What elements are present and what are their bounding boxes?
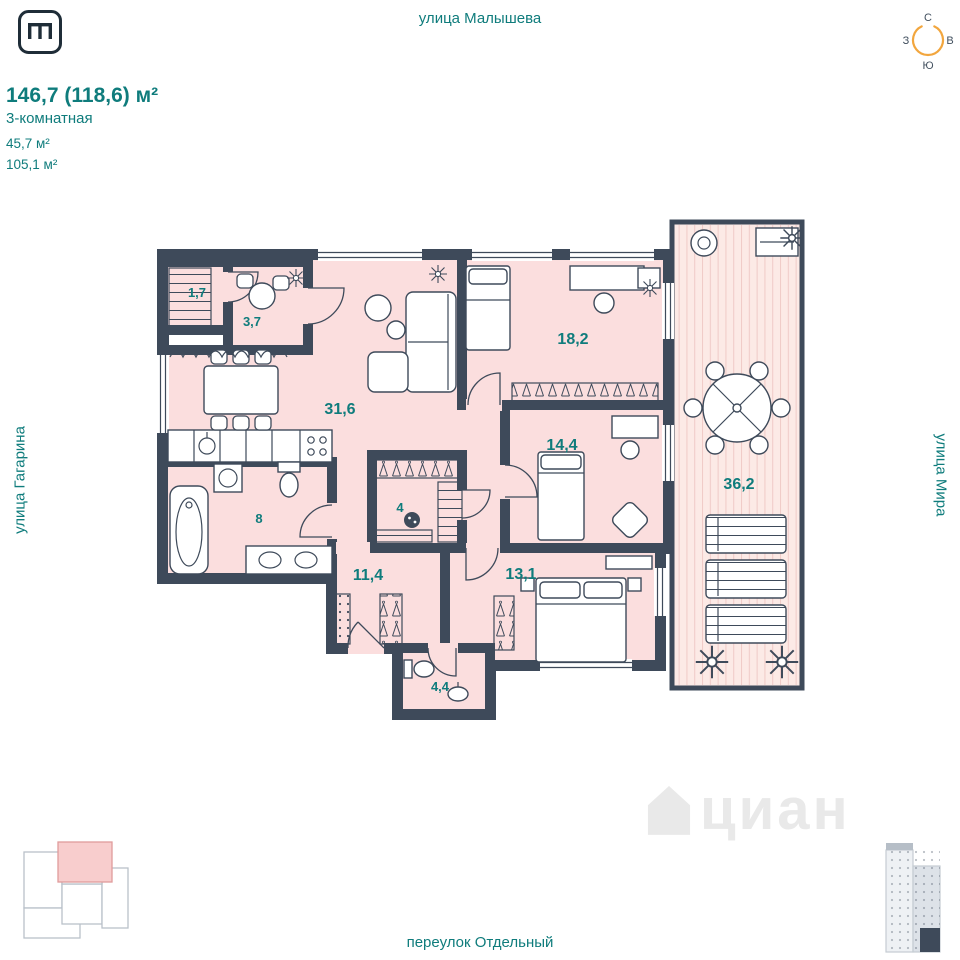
hanger-rail — [375, 459, 465, 479]
wardrobe-strip-1 — [511, 382, 659, 404]
storage-shelves — [168, 267, 212, 327]
plant-icon — [640, 278, 660, 298]
terrace-grill — [690, 229, 718, 257]
site-plan — [23, 841, 129, 939]
doors — [222, 271, 538, 677]
label-storage: 1,7 — [188, 285, 206, 300]
bed-single-2 — [537, 451, 585, 541]
street-label-bottom: переулок Отдельный — [406, 934, 554, 951]
openings — [336, 410, 468, 554]
side-table — [386, 320, 406, 340]
watermark: циан — [646, 776, 851, 843]
label-entry: 3,7 — [243, 314, 261, 329]
label-living: 31,6 — [324, 401, 355, 418]
site-plan-highlighted-unit — [57, 841, 113, 883]
watermark-house-icon — [647, 785, 691, 835]
total-area: 146,7 (118,6) м² — [6, 84, 159, 107]
desk-1 — [569, 265, 661, 314]
stool — [404, 512, 420, 528]
dresser — [605, 555, 653, 570]
street-label-top: улица Малышева — [418, 10, 542, 27]
hall-cabinet — [333, 593, 351, 645]
kitchen-counter — [167, 429, 333, 463]
street-label-left: улица Гагарина — [11, 426, 29, 534]
plant-icon — [764, 644, 800, 680]
developer-logo — [18, 10, 62, 54]
shoe-rack — [375, 529, 433, 543]
plant-icon — [779, 225, 805, 251]
sun-loungers — [705, 514, 787, 644]
bed-single-1 — [465, 265, 511, 351]
compass-east: В — [946, 35, 953, 47]
dining-table — [203, 349, 279, 431]
tower-illustration — [885, 843, 941, 953]
other-area: 105,1 м² — [6, 157, 58, 173]
armchair — [611, 501, 649, 539]
apartment-info: 146,7 (118,6) м² 3-комнатная 45,7 м² 105… — [6, 84, 158, 172]
label-wardrobe: 4 — [396, 500, 404, 515]
plant-icon — [428, 264, 448, 284]
curtain — [169, 350, 288, 359]
shelves — [437, 481, 463, 543]
sofa — [367, 291, 457, 393]
hall-hangers — [379, 593, 403, 645]
desk-2 — [611, 415, 659, 460]
label-hall: 11,4 — [353, 567, 383, 584]
watermark-text: циан — [700, 777, 851, 842]
terrace-table — [683, 361, 791, 455]
compass-arc — [911, 25, 945, 57]
washing-machine — [213, 463, 243, 493]
compass-north: С — [924, 12, 932, 24]
coffee-table — [364, 294, 392, 322]
room-type: 3-комнатная — [6, 110, 93, 128]
compass-west: З — [903, 35, 910, 47]
wc-sink — [447, 682, 469, 702]
compass: С В Ю З — [903, 12, 954, 72]
bathroom-sink — [245, 545, 333, 575]
windows — [157, 249, 674, 671]
plant-icon — [694, 644, 730, 680]
label-bedroom3: 13,1 — [505, 566, 536, 583]
entry-table — [236, 268, 306, 310]
bed-double — [520, 577, 642, 663]
closet-strip — [493, 595, 515, 651]
label-wc: 4,4 — [431, 679, 450, 694]
label-terrace: 36,2 — [723, 476, 754, 493]
toilet-2 — [403, 659, 435, 679]
label-bedroom1: 18,2 — [557, 331, 588, 348]
living-area: 45,7 м² — [6, 136, 50, 152]
label-bathroom: 8 — [255, 511, 262, 526]
toilet-1 — [277, 461, 301, 498]
label-bedroom2: 14,4 — [546, 437, 577, 454]
bathtub — [169, 485, 209, 575]
street-label-right: улица Мира — [932, 433, 950, 517]
compass-south: Ю — [922, 60, 933, 72]
